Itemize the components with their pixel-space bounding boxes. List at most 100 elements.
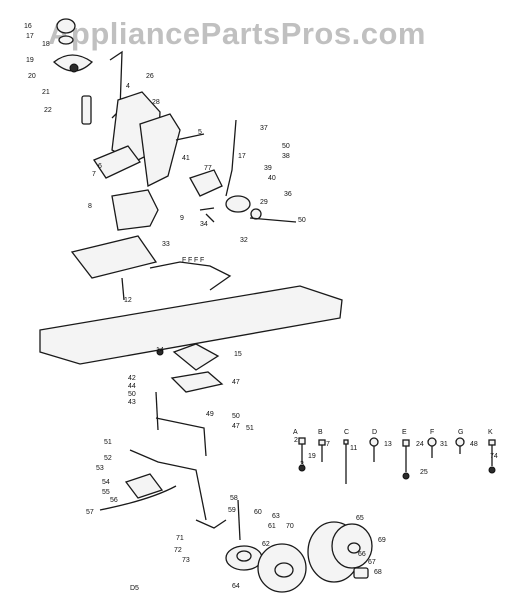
callout-19: 19 <box>26 57 34 64</box>
callout-39: 39 <box>264 165 272 172</box>
knob-cap-part[interactable] <box>58 35 74 45</box>
callout-14: 14 <box>156 347 164 354</box>
callout-50: 50 <box>282 143 290 150</box>
grip-center-part <box>69 63 79 73</box>
callout-70: 70 <box>286 523 294 530</box>
callout-3: 3 <box>300 461 304 468</box>
callout-4: 4 <box>126 83 130 90</box>
mid-bracket <box>156 343 224 393</box>
callout-64: 64 <box>232 583 240 590</box>
mount-plate-part[interactable] <box>111 189 159 231</box>
callout-22: 22 <box>44 107 52 114</box>
callout-59: 59 <box>228 507 236 514</box>
pivot-part[interactable] <box>225 195 251 213</box>
lever-47 <box>155 417 207 457</box>
callout-58: 58 <box>230 495 238 502</box>
callout-41: 41 <box>182 155 190 162</box>
spring-rod <box>249 217 297 223</box>
knob-part[interactable] <box>56 18 76 34</box>
callout-42: 42 <box>128 375 136 382</box>
frame-dash <box>149 261 232 291</box>
callout-74: 74 <box>490 453 498 460</box>
hardware-letter-K: K <box>488 429 493 436</box>
grip-part[interactable] <box>52 54 94 72</box>
callout-9: 9 <box>180 215 184 222</box>
callout-55: 55 <box>102 489 110 496</box>
rod-37 <box>225 119 237 197</box>
arm-part[interactable] <box>189 169 223 197</box>
pulley-hub-70 <box>274 562 294 578</box>
bracket-43[interactable] <box>170 371 224 393</box>
callout-67: 67 <box>368 559 376 566</box>
callout-31: 31 <box>440 441 448 448</box>
sleeve-part[interactable] <box>81 95 92 125</box>
callout-18: 18 <box>42 41 50 48</box>
hardware-letter-C: C <box>344 429 349 436</box>
frame-letter: F <box>200 257 204 264</box>
callout-13: 13 <box>384 441 392 448</box>
frame <box>39 261 343 365</box>
callout-5: 5 <box>198 129 202 136</box>
callout-8: 8 <box>88 203 92 210</box>
callout-56: 56 <box>110 497 118 504</box>
callout-52: 52 <box>104 455 112 462</box>
pulleys <box>225 521 373 593</box>
bolt-62 <box>237 499 241 541</box>
hardware-letter-D: D <box>372 429 377 436</box>
frame-rail[interactable] <box>39 285 343 365</box>
callout-49: 49 <box>206 411 214 418</box>
callout-34: 34 <box>200 221 208 228</box>
callout-2: 2 <box>294 437 298 444</box>
callout-26: 26 <box>146 73 154 80</box>
base-plate-part[interactable] <box>70 235 158 279</box>
callout-68: 68 <box>374 569 382 576</box>
nut-15 <box>156 348 164 356</box>
rod-48 <box>129 449 207 521</box>
callout-43: 43 <box>128 399 136 406</box>
callout-47: 47 <box>232 379 240 386</box>
link-rod <box>175 133 205 141</box>
lower-linkage <box>99 391 241 541</box>
bracket-54[interactable] <box>124 473 164 499</box>
callout-54: 54 <box>102 479 110 486</box>
shift-plate-part[interactable] <box>139 113 181 187</box>
callout-38: 38 <box>282 153 290 160</box>
frame-letter: F <box>182 257 186 264</box>
hardware-letter-E: E <box>402 429 407 436</box>
right-linkage <box>189 119 297 223</box>
callout-65: 65 <box>356 515 364 522</box>
hardware-letter-G: G <box>458 429 463 436</box>
callout-50: 50 <box>128 391 136 398</box>
bracket-part[interactable] <box>93 145 141 179</box>
callout-7: 7 <box>326 441 330 448</box>
callout-62: 62 <box>262 541 270 548</box>
pulley-hub-63 <box>236 550 252 562</box>
callout-77: 77 <box>204 165 212 172</box>
callout-37: 37 <box>260 125 268 132</box>
callout-51: 51 <box>246 425 254 432</box>
callout-32: 32 <box>240 237 248 244</box>
callout-24: 24 <box>416 441 424 448</box>
callout-44: 44 <box>128 383 136 390</box>
callout-57: 57 <box>86 509 94 516</box>
callout-47: 47 <box>232 423 240 430</box>
bracket-42[interactable] <box>172 343 220 371</box>
callout-28: 28 <box>152 99 160 106</box>
callout-21: 21 <box>42 89 50 96</box>
callout-19: 19 <box>308 453 316 460</box>
spacer-68[interactable] <box>353 567 369 579</box>
callout-29: 29 <box>260 199 268 206</box>
callout-16: 16 <box>24 23 32 30</box>
pulley-hub-66 <box>347 542 361 554</box>
callout-12: 12 <box>124 297 132 304</box>
callout-50: 50 <box>232 413 240 420</box>
callout-71: 71 <box>176 535 184 542</box>
callout-53: 53 <box>96 465 104 472</box>
bolt-12 <box>121 277 125 301</box>
callout-36: 36 <box>284 191 292 198</box>
callout-63: 63 <box>272 513 280 520</box>
callout-61: 61 <box>268 523 276 530</box>
